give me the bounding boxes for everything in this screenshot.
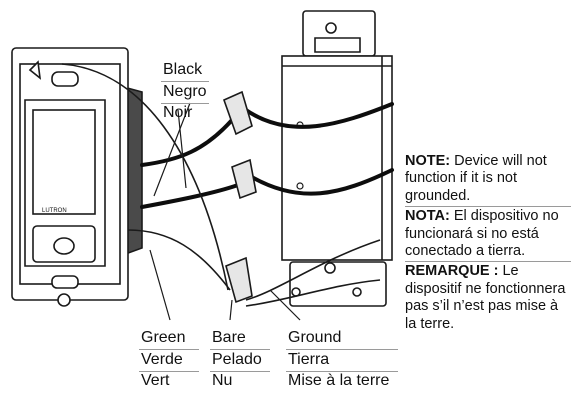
note-fr-heading: REMARQUE : — [405, 263, 499, 280]
label-green-en: Green — [141, 329, 186, 346]
brand-logo: LUTRON — [42, 208, 67, 214]
rule-green-2 — [139, 371, 199, 372]
label-ground-es: Tierra — [288, 351, 330, 368]
rule-ground-2 — [286, 371, 398, 372]
label-black-es: Negro — [163, 83, 207, 100]
label-black-fr: Noir — [163, 104, 193, 121]
label-ground-fr: Mise à la terre — [288, 372, 390, 389]
ground-wires — [61, 63, 381, 307]
note-es-text: El dispositivo no funcionará si no está … — [405, 208, 559, 260]
wire-nut-black — [222, 90, 253, 136]
note-french: REMARQUE : Le dispositif ne fonctionnera… — [405, 263, 571, 334]
wire-nut-ground — [225, 256, 253, 304]
grounding-note: NOTE: Device will not function if it is … — [405, 153, 571, 335]
wire-nut-white — [231, 158, 257, 200]
rule-bare-2 — [210, 371, 270, 372]
note-spanish: NOTA: El dispositivo no funcionará si no… — [405, 208, 571, 263]
label-black-en: Black — [163, 61, 203, 78]
label-bare-es: Pelado — [212, 351, 262, 368]
leader-lines — [149, 102, 301, 321]
note-english: NOTE: Device will not function if it is … — [405, 153, 571, 208]
wall-box — [281, 10, 393, 307]
label-ground-en: Ground — [288, 329, 342, 346]
label-green-fr: Vert — [141, 372, 170, 389]
note-fr-text: Le dispositif ne fonctionnera pas s’il n… — [405, 263, 566, 332]
switch-device — [11, 47, 143, 307]
label-bare-fr: Nu — [212, 372, 233, 389]
note-en-heading: NOTE: — [405, 153, 451, 169]
rule-black-2 — [161, 103, 209, 104]
rule-black-1 — [161, 81, 209, 82]
wire-nuts — [222, 90, 257, 304]
rule-green-1 — [139, 349, 199, 350]
label-green-es: Verde — [141, 351, 183, 368]
label-bare-en: Bare — [212, 329, 246, 346]
black-wires — [140, 102, 394, 209]
rule-bare-1 — [210, 349, 270, 350]
rule-ground-1 — [286, 349, 398, 350]
note-en-text: Device will not function if it is not gr… — [405, 153, 547, 204]
note-es-heading: NOTA: — [405, 208, 450, 225]
